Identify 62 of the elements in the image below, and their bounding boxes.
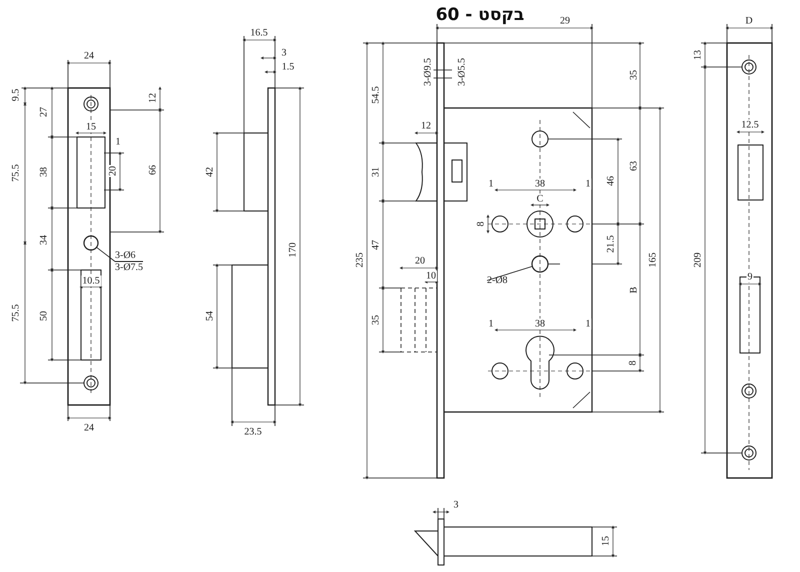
dimension-label: 3 <box>280 48 288 58</box>
dimension-label: 24 <box>83 50 95 62</box>
dimension-label: 12 <box>420 120 432 132</box>
dimension-label: 9.5 <box>10 88 22 102</box>
dimension-label: 38 <box>38 166 50 178</box>
dimension-label: 54 <box>204 310 216 322</box>
dimension-label: 46 <box>606 175 616 187</box>
dimension-label: 38 <box>534 178 546 190</box>
leader-line <box>96 246 116 262</box>
dimension-label: 12 <box>148 92 158 104</box>
dimension-label: 75.5 <box>10 303 22 323</box>
dimension-label: 66 <box>148 164 158 176</box>
dimension-label: 12.5 <box>740 120 760 130</box>
dimension-label: 34 <box>38 234 50 246</box>
dimension-label: 20 <box>414 256 426 266</box>
dimension-label: 23.5 <box>243 426 263 438</box>
dimension-label: 9 <box>746 272 754 282</box>
dimension-label: 20 <box>108 165 118 177</box>
dimension-label: 35 <box>370 314 382 326</box>
dimension-label: 1 <box>584 178 592 190</box>
dimension-label: 235 <box>354 252 366 268</box>
dimension-label: 1 <box>114 136 122 148</box>
dimension-label: 16.5 <box>249 28 269 38</box>
dimension-label: 21.5 <box>606 234 616 254</box>
dimension-label: 27 <box>38 106 50 118</box>
hole <box>531 255 549 273</box>
drawing-title: בקסט - 60 <box>436 5 524 25</box>
callout-label: 2-Ø8 <box>487 275 508 286</box>
dimension-label: B <box>628 286 640 294</box>
dimension-label: 8 <box>628 360 638 366</box>
dimension-label: 75.5 <box>10 163 22 183</box>
dimension-label: 54.5 <box>370 85 382 105</box>
dimension-label: 35 <box>628 69 640 81</box>
dimension-label: 13 <box>692 49 704 61</box>
dimension-label: 1 <box>584 318 592 330</box>
dimension-label: 10 <box>425 270 437 282</box>
dimension-label: 170 <box>288 242 298 258</box>
leader-line <box>486 266 533 281</box>
dimension-label: 8 <box>476 220 486 228</box>
dimension-label: 63 <box>628 160 640 172</box>
hole <box>83 235 99 251</box>
dimension-label: 38 <box>534 318 546 330</box>
dimension-label: 15 <box>85 122 97 132</box>
dimension-label: 1.5 <box>280 62 296 72</box>
dimension-label: C <box>536 194 544 204</box>
dimension-label: 29 <box>559 16 571 26</box>
dimension-label: 50 <box>38 310 50 322</box>
dimension-label: 3-Ø5.5 <box>456 56 468 88</box>
dimension-label: 1 <box>488 318 494 330</box>
dimension-label: 165 <box>648 252 658 268</box>
dimension-label: 3 <box>452 500 460 510</box>
dimension-label: 47 <box>370 239 382 251</box>
dimension-label: 3-Ø9.5 <box>422 56 434 88</box>
dimension-label: 1 <box>488 178 494 190</box>
callout-label: 3-Ø6 3-Ø7.5 <box>115 250 144 273</box>
dimension-label: 209 <box>692 252 704 268</box>
dimension-label: 31 <box>370 166 382 178</box>
dimension-label: 10.5 <box>81 276 101 286</box>
dimension-label: 42 <box>204 166 216 178</box>
dimension-label: D <box>744 16 754 26</box>
dimension-label: 24 <box>83 422 95 434</box>
dimension-label: 15 <box>600 535 612 547</box>
